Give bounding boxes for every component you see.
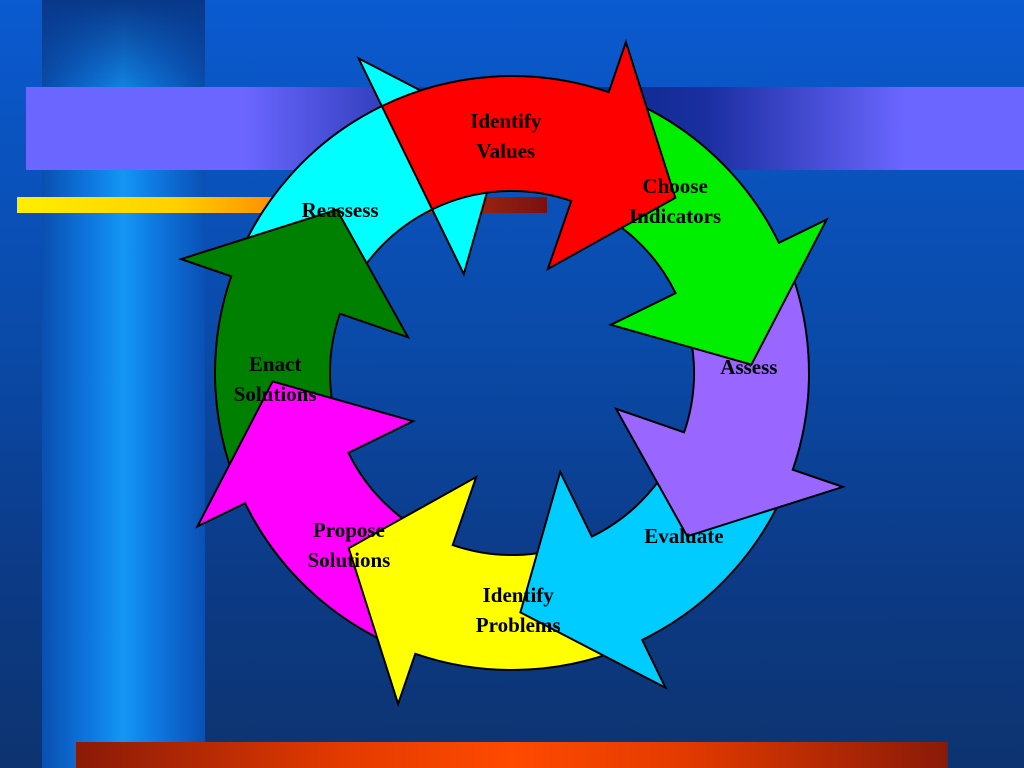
step-label-line: Enact bbox=[249, 352, 302, 376]
step-label-evaluate: Evaluate bbox=[644, 524, 723, 548]
step-label-line: Reassess bbox=[302, 198, 379, 222]
step-label-line: Identify bbox=[470, 109, 542, 133]
step-label-line: Evaluate bbox=[644, 524, 723, 548]
step-label-line: Values bbox=[476, 139, 535, 163]
step-label-line: Indicators bbox=[629, 204, 721, 228]
step-label-line: Solutions bbox=[234, 382, 317, 406]
arrow-identify-values bbox=[380, 38, 677, 272]
step-label-line: Problems bbox=[476, 613, 561, 637]
step-label-line: Identify bbox=[483, 583, 555, 607]
step-label-line: Solutions bbox=[307, 548, 390, 572]
step-label-assess: Assess bbox=[720, 355, 777, 379]
step-label-line: Propose bbox=[313, 518, 385, 542]
step-label-reassess: Reassess bbox=[302, 198, 379, 222]
bottom-bar bbox=[76, 742, 948, 768]
step-label-line: Choose bbox=[642, 174, 707, 198]
step-label-line: Assess bbox=[720, 355, 777, 379]
